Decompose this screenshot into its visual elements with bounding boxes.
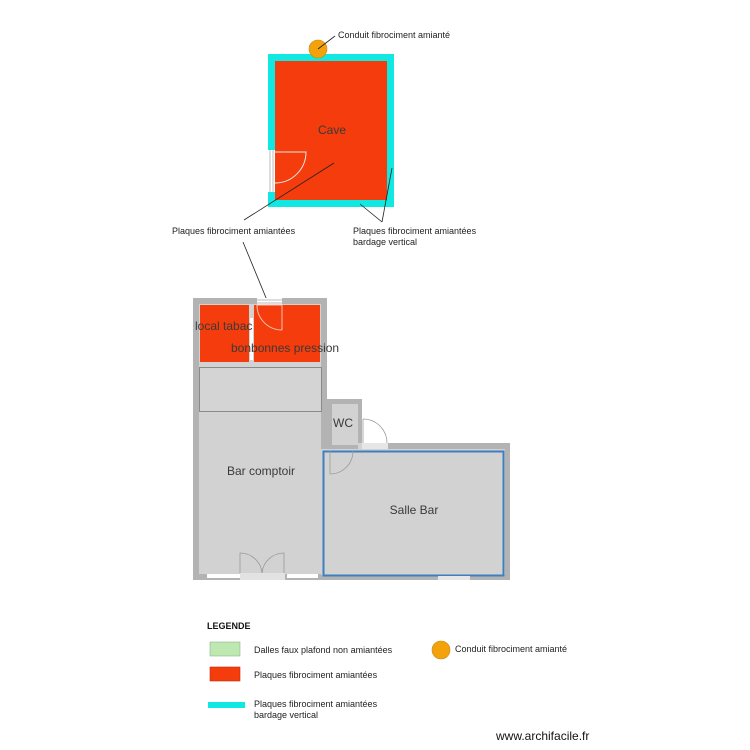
legend-duct-icon <box>431 640 451 660</box>
salle-door-swing <box>329 450 354 475</box>
bonbonnes-room[interactable] <box>254 298 320 362</box>
local-tabac-room[interactable] <box>200 305 249 362</box>
cladding-annotation-line1: Plaques fibrociment amiantées <box>353 226 477 236</box>
cave-door-opening <box>268 150 275 192</box>
cladding-leader-bottom <box>359 203 383 223</box>
legend-item-ceiling: Dalles faux plafond non amiantées <box>254 645 393 655</box>
duct-leader-line <box>317 35 336 50</box>
duct-annotation: Conduit fibrociment amianté <box>338 30 450 40</box>
wc-door-opening <box>362 443 388 449</box>
wc-door-swing <box>362 418 388 444</box>
legend-item-duct: Conduit fibrociment amianté <box>455 644 567 654</box>
cave-door-swing <box>274 151 307 184</box>
legend: LEGENDE Dalles faux plafond non amiantée… <box>207 621 567 720</box>
entrance-door-swing-right <box>261 552 285 574</box>
window-right <box>287 574 318 578</box>
legend-red-swatch <box>209 666 241 682</box>
counter <box>199 367 322 412</box>
legend-title: LEGENDE <box>207 621 251 631</box>
plates-leader-cave <box>243 162 335 221</box>
legend-cyan-swatch <box>208 702 245 708</box>
cave-label: Cave <box>318 123 346 137</box>
legend-item-plates: Plaques fibrociment amiantées <box>254 670 378 680</box>
bar-comptoir-label: Bar comptoir <box>227 464 295 478</box>
wc-room[interactable]: WC <box>333 416 388 449</box>
entrance-door[interactable] <box>240 573 285 580</box>
bonbonnes-door-swing <box>256 304 283 331</box>
bar-comptoir-room[interactable]: Bar comptoir <box>227 464 295 478</box>
plates-annotation: Plaques fibrociment amiantées <box>172 226 296 236</box>
wc-floor <box>332 404 358 445</box>
local-tabac-label: local tabac <box>195 319 252 333</box>
watermark: www.archifacile.fr <box>495 729 589 743</box>
cladding-leader-right <box>381 167 393 223</box>
internal-door <box>250 318 253 360</box>
wc-label: WC <box>333 416 353 430</box>
entrance-door-swing-left <box>239 552 263 574</box>
salle-window <box>438 576 470 580</box>
legend-item-cladding-line2: bardage vertical <box>254 710 318 720</box>
bonbonnes-door-opening <box>257 298 282 305</box>
bonbonnes-label: bonbonnes pression <box>231 341 339 355</box>
window-left <box>207 574 240 578</box>
local-tabac-asbestos-area <box>200 305 249 362</box>
legend-green-swatch <box>209 641 241 657</box>
salle-bar-label: Salle Bar <box>390 503 439 517</box>
legend-item-cladding-line1: Plaques fibrociment amiantées <box>254 699 378 709</box>
salle-bar-outline <box>322 450 505 577</box>
cave-room[interactable]: Cave <box>268 54 394 207</box>
salle-bar-room[interactable]: Salle Bar <box>322 450 505 580</box>
bonbonnes-asbestos-area <box>254 305 320 362</box>
cladding-annotation-line2: bardage vertical <box>353 237 417 247</box>
